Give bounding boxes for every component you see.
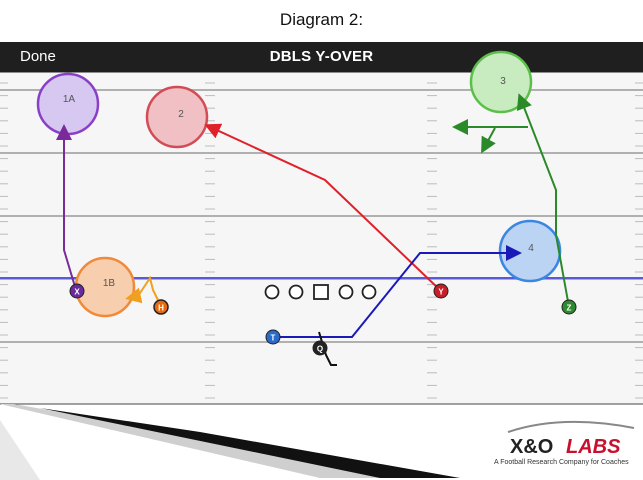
center-square[interactable] bbox=[313, 284, 329, 300]
player-label: Q bbox=[317, 345, 323, 354]
zone-3[interactable]: 3 bbox=[469, 50, 533, 114]
zone-label: 3 bbox=[500, 76, 506, 87]
player-x[interactable]: X bbox=[69, 283, 85, 299]
logo-tagline: A Football Research Company for Coaches bbox=[494, 459, 629, 466]
logo-brand-left: X&O bbox=[510, 436, 553, 458]
player-marker bbox=[561, 299, 577, 315]
zone-2[interactable]: 2 bbox=[145, 85, 209, 149]
lineman-left-tackle[interactable] bbox=[264, 284, 280, 300]
route-z-option-out[interactable] bbox=[481, 127, 496, 154]
swoosh-black bbox=[40, 408, 460, 478]
zone-circle bbox=[469, 50, 533, 114]
route-x[interactable] bbox=[56, 124, 77, 291]
logo-swoosh bbox=[507, 420, 635, 433]
player-label: Z bbox=[567, 304, 572, 313]
player-z[interactable]: Z bbox=[561, 299, 577, 315]
lineman-right-guard[interactable] bbox=[338, 284, 354, 300]
page-caption: Diagram 2: bbox=[279, 10, 364, 29]
player-h[interactable]: H bbox=[153, 299, 169, 315]
player-marker bbox=[265, 329, 281, 345]
lineman-left-guard[interactable] bbox=[288, 284, 304, 300]
player-marker bbox=[312, 340, 328, 356]
zone-circle bbox=[498, 219, 562, 283]
route-y[interactable] bbox=[204, 123, 441, 291]
hash-marks bbox=[0, 82, 643, 399]
route-t[interactable] bbox=[273, 245, 522, 338]
zone-1a[interactable]: 1A bbox=[36, 72, 100, 136]
zone-1b[interactable]: 1B bbox=[74, 256, 136, 318]
page-swoosh-decoration bbox=[0, 404, 460, 480]
player-label: X bbox=[74, 288, 80, 297]
done-button[interactable]: Done bbox=[20, 48, 56, 65]
player-marker bbox=[433, 283, 449, 299]
route-z[interactable] bbox=[516, 93, 570, 308]
zone-label: 2 bbox=[178, 109, 184, 120]
zone-4[interactable]: 4 bbox=[498, 219, 562, 283]
lineman-right-tackle[interactable] bbox=[361, 284, 377, 300]
player-t[interactable]: T bbox=[265, 329, 281, 345]
player-label: T bbox=[271, 334, 276, 343]
player-label: H bbox=[158, 304, 164, 313]
logo-brand-right: LABS bbox=[566, 436, 621, 458]
player-marker bbox=[153, 299, 169, 315]
zone-circle bbox=[145, 85, 209, 149]
play-title: DBLS Y-OVER bbox=[269, 48, 374, 65]
player-q[interactable]: Q bbox=[312, 340, 328, 356]
route-h[interactable] bbox=[125, 275, 162, 307]
player-marker bbox=[69, 283, 85, 299]
zone-label: 4 bbox=[528, 243, 534, 254]
zone-label: 1B bbox=[103, 278, 116, 289]
swoosh-light bbox=[0, 404, 40, 480]
offensive-line bbox=[264, 284, 377, 300]
zone-label: 1A bbox=[63, 94, 76, 105]
xo-labs-logo: X&O LABS A Football Research Company for… bbox=[494, 420, 635, 466]
toolbar: Done DBLS Y-OVER bbox=[0, 42, 643, 72]
player-label: Y bbox=[438, 288, 444, 297]
player-y[interactable]: Y bbox=[433, 283, 449, 299]
